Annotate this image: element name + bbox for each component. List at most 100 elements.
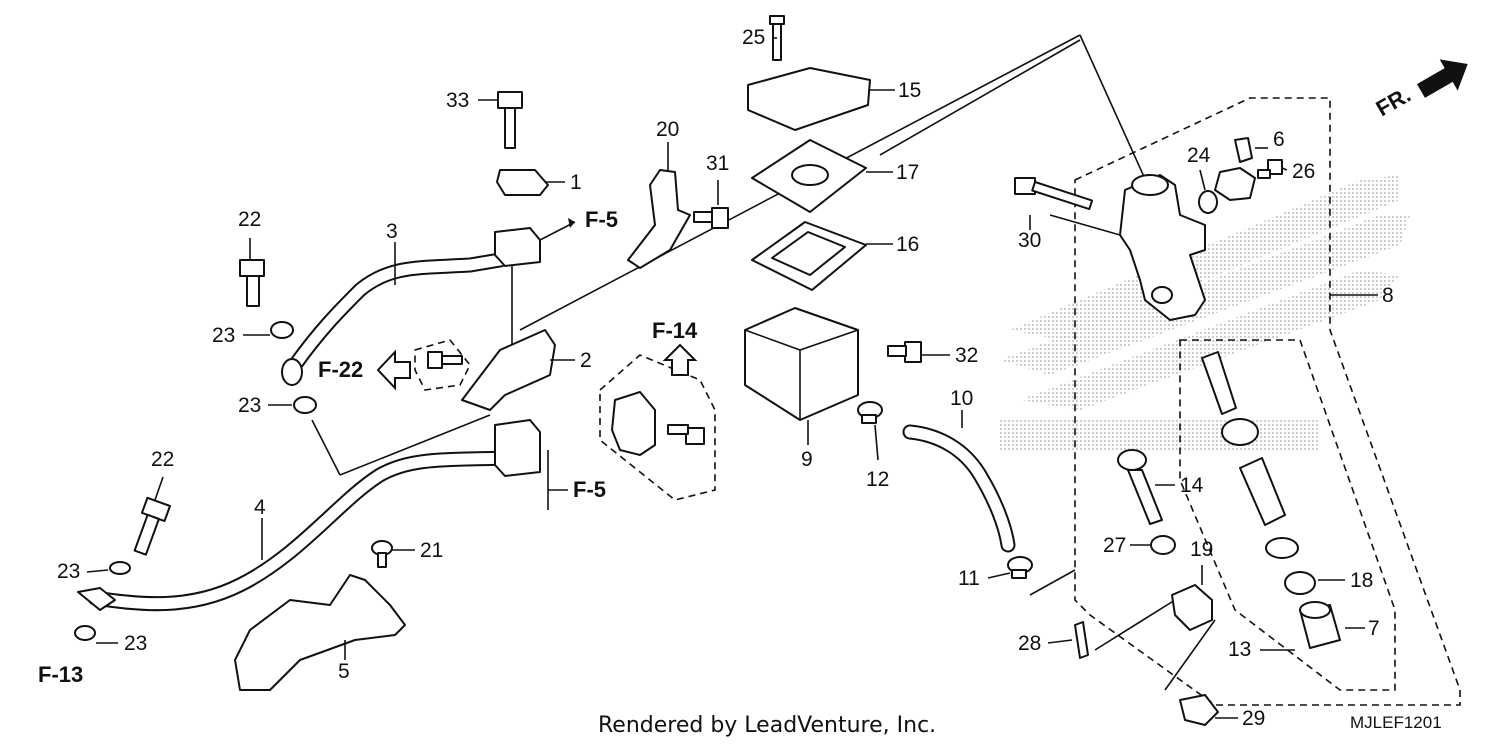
callout-20: 20 bbox=[656, 118, 679, 141]
callout-21: 21 bbox=[420, 539, 443, 562]
callout-10: 10 bbox=[950, 387, 973, 410]
front-direction-label: FR. bbox=[1372, 82, 1415, 121]
spring bbox=[1201, 351, 1237, 415]
callout-22-upper: 22 bbox=[238, 208, 261, 231]
callout-2: 2 bbox=[580, 349, 592, 372]
ref-f22: F-22 bbox=[318, 357, 363, 382]
render-credit: Rendered by LeadVenture, Inc. bbox=[598, 713, 936, 738]
part-2-bracket bbox=[461, 329, 556, 411]
part-20-stay bbox=[627, 169, 691, 269]
clip-12 bbox=[857, 401, 883, 424]
watermark-logo bbox=[1000, 175, 1410, 450]
callout-23-a: 23 bbox=[212, 324, 235, 347]
hose-eye-3 bbox=[281, 358, 303, 386]
hose-joint-upper bbox=[494, 227, 541, 267]
cup bbox=[1221, 418, 1259, 446]
screw-26 bbox=[1257, 159, 1283, 179]
part-1-plate bbox=[496, 169, 549, 196]
f14-up-arrow bbox=[662, 343, 698, 376]
callout-1: 1 bbox=[570, 171, 582, 194]
washer-23a bbox=[270, 321, 294, 339]
brake-hose-4 bbox=[87, 450, 518, 612]
callout-3: 3 bbox=[386, 220, 398, 243]
seal bbox=[1265, 537, 1299, 559]
piston bbox=[1239, 457, 1286, 526]
callout-29: 29 bbox=[1242, 707, 1265, 730]
ref-f13: F-13 bbox=[38, 662, 83, 687]
clevis-19 bbox=[1171, 584, 1213, 631]
bolt-31 bbox=[693, 207, 729, 229]
part-15-cap bbox=[747, 67, 871, 131]
bolt-22-upper bbox=[239, 259, 265, 307]
callout-17: 17 bbox=[896, 161, 919, 184]
ref-f5-top: F-5 bbox=[585, 207, 618, 232]
leader-lines bbox=[311, 34, 1216, 691]
bolt-33 bbox=[497, 91, 523, 149]
callout-33: 33 bbox=[446, 89, 469, 112]
callout-8: 8 bbox=[1382, 284, 1394, 307]
bolt-22-lower bbox=[133, 496, 171, 556]
callout-28: 28 bbox=[1018, 632, 1041, 655]
washer-23b bbox=[293, 396, 317, 414]
callout-leaders bbox=[86, 37, 1378, 719]
washer-23d bbox=[74, 625, 96, 641]
callout-14: 14 bbox=[1180, 474, 1204, 497]
hose-eye-4 bbox=[77, 587, 116, 611]
callout-13: 13 bbox=[1228, 638, 1251, 661]
inset-bracket bbox=[611, 391, 656, 456]
callout-22-lower: 22 bbox=[151, 448, 174, 471]
part-5-bracket bbox=[234, 574, 406, 691]
callout-32: 32 bbox=[955, 344, 978, 367]
callout-23-d: 23 bbox=[124, 632, 147, 655]
kit-outline-13 bbox=[1179, 339, 1396, 691]
ref-f5-bottom: F-5 bbox=[573, 477, 606, 502]
f5-top-arrow bbox=[539, 218, 576, 241]
callout-24: 24 bbox=[1187, 144, 1211, 167]
callout-12: 12 bbox=[866, 468, 889, 491]
callout-15: 15 bbox=[898, 79, 921, 102]
bolt-30 bbox=[1014, 177, 1094, 211]
callout-7: 7 bbox=[1368, 617, 1380, 640]
callout-4: 4 bbox=[254, 496, 266, 519]
callout-18: 18 bbox=[1350, 569, 1373, 592]
callout-25: 25 bbox=[742, 26, 765, 49]
inset-bolt bbox=[667, 424, 705, 445]
washer-23c bbox=[109, 561, 131, 575]
kit-outline-8 bbox=[1074, 97, 1461, 706]
callout-23-b: 23 bbox=[238, 394, 261, 417]
diagram-code: MJLEF1201 bbox=[1350, 713, 1442, 732]
clip-29 bbox=[1179, 694, 1219, 726]
callout-6: 6 bbox=[1273, 128, 1285, 151]
callout-11: 11 bbox=[958, 567, 980, 590]
front-direction-arrow bbox=[1416, 59, 1468, 98]
callout-5: 5 bbox=[338, 660, 350, 683]
bolt-25 bbox=[769, 15, 785, 61]
master-cylinder-body bbox=[1119, 174, 1206, 321]
ref-f14: F-14 bbox=[652, 318, 698, 343]
callout-16: 16 bbox=[896, 233, 919, 256]
part-9-reservoir bbox=[744, 307, 859, 421]
joint-6 bbox=[1214, 167, 1256, 201]
oring-24 bbox=[1198, 190, 1218, 214]
callout-labels: 1 2 3 4 5 6 7 8 9 10 11 12 13 14 15 16 1… bbox=[57, 26, 1394, 730]
callout-31: 31 bbox=[706, 152, 729, 175]
f22-left-arrow bbox=[376, 349, 411, 391]
pin-28 bbox=[1074, 621, 1089, 659]
hose-joint-lower bbox=[494, 419, 541, 477]
push-rod-14 bbox=[1117, 449, 1163, 525]
bolt-inset-outline bbox=[414, 339, 471, 391]
callout-27: 27 bbox=[1103, 534, 1126, 557]
part-17-diaphragm-boss bbox=[791, 164, 829, 186]
callout-23-c: 23 bbox=[57, 560, 80, 583]
screw-21 bbox=[371, 540, 393, 568]
circlip-18 bbox=[1284, 571, 1316, 595]
callout-19: 19 bbox=[1190, 538, 1213, 561]
clip-11 bbox=[1007, 556, 1033, 579]
f22-bolt bbox=[427, 351, 463, 369]
callout-9: 9 bbox=[801, 448, 813, 471]
elbow-6 bbox=[1234, 137, 1253, 163]
nut-27 bbox=[1150, 535, 1176, 555]
bolt-32 bbox=[887, 341, 922, 363]
callout-26: 26 bbox=[1292, 160, 1315, 183]
